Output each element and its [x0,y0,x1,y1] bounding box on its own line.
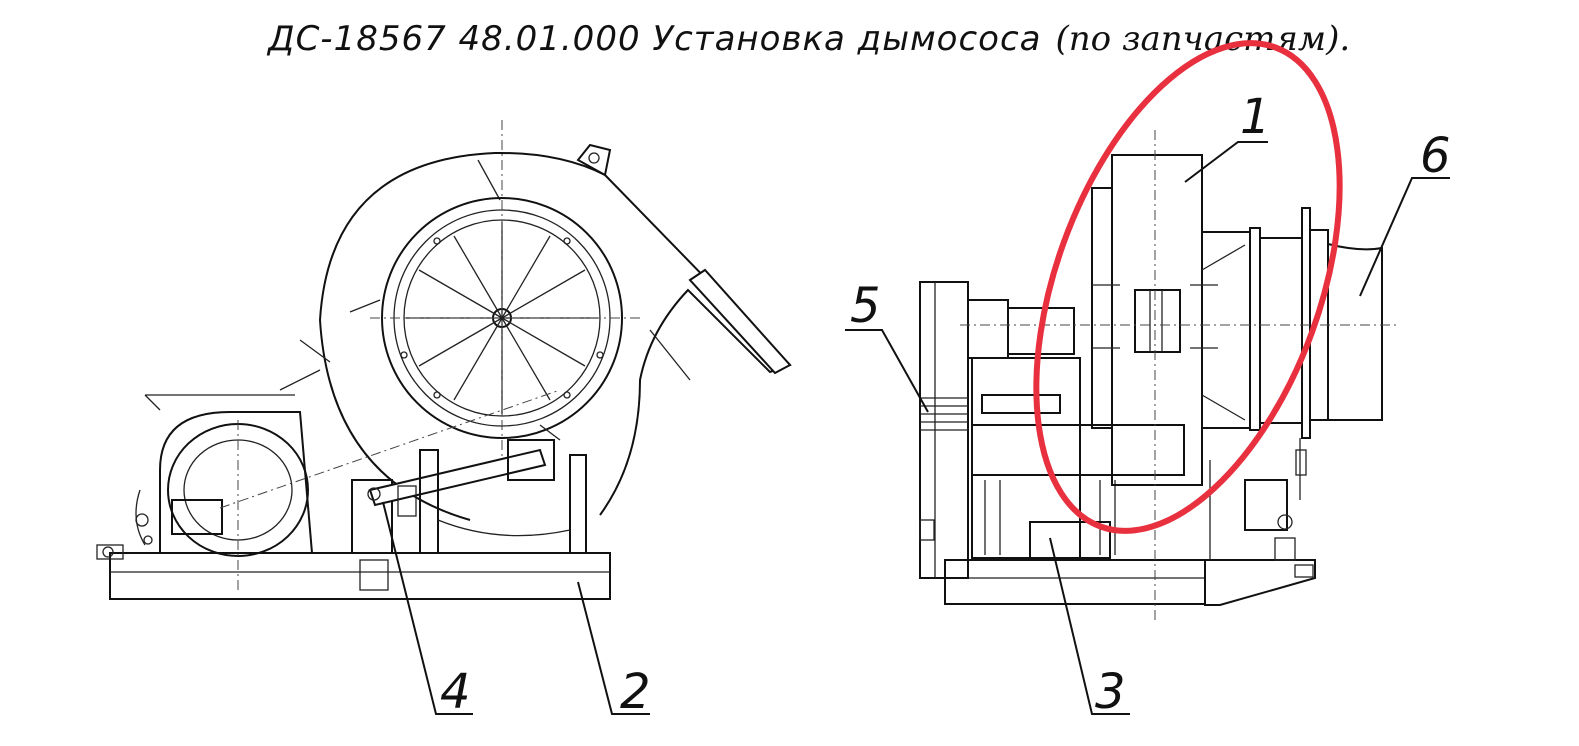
volute-housing [279,143,792,521]
inlet-pipe [1209,229,1383,561]
right-view-front-elevation [919,130,1400,620]
drawing-title: ДС-18567 48.01.000 Установка дымососа (п… [266,19,1350,59]
motor-right [967,299,1185,559]
motor-left [135,394,314,557]
callout-5: 5 [850,278,881,334]
leader-lines [382,141,1450,715]
base-frame-right [944,559,1316,606]
coupling-pulley [919,281,969,579]
callout-6: 6 [1420,128,1451,184]
left-view-side-elevation [96,120,792,600]
callout-3: 3 [1095,664,1126,720]
highlight-ellipse [1033,40,1343,534]
callout-4: 4 [440,664,471,720]
callout-2: 2 [620,664,651,720]
bearing-support [351,424,587,591]
callout-1: 1 [1240,89,1271,145]
drive-housing [1029,521,1111,559]
fan-volute-front [1091,154,1311,486]
